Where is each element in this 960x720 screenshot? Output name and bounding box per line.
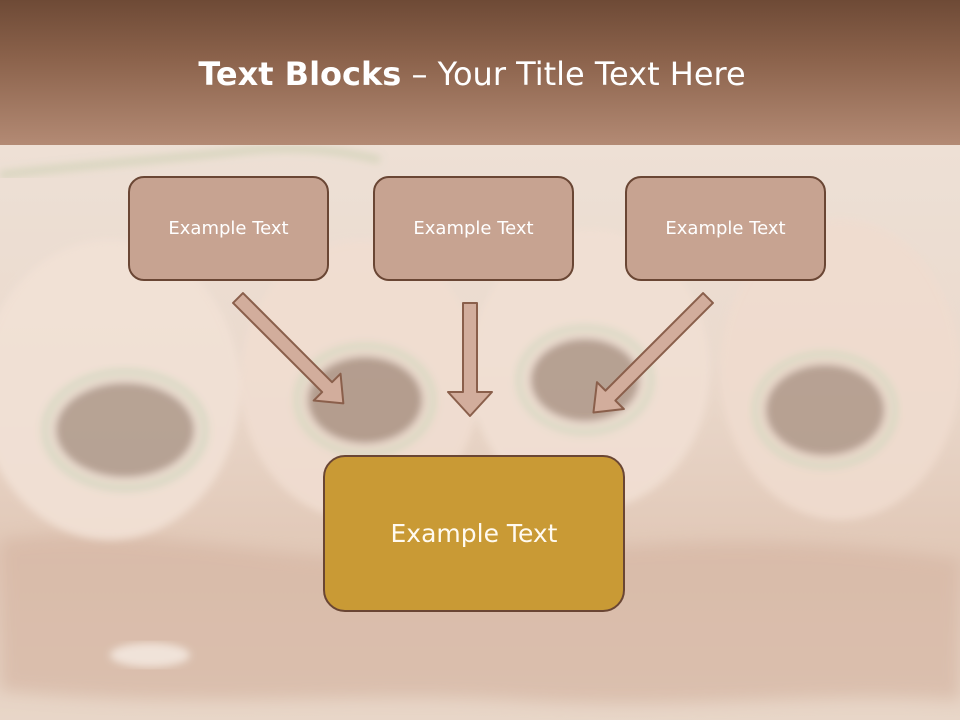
title-bold: Text Blocks bbox=[198, 55, 402, 93]
down-right-arrow-icon bbox=[232, 292, 345, 405]
text-block-3[interactable]: Example Text bbox=[625, 176, 826, 281]
title-rest: Your Title Text Here bbox=[437, 55, 746, 93]
title-band bbox=[0, 0, 960, 145]
text-block-label: Example Text bbox=[168, 218, 289, 239]
down-arrow-icon bbox=[447, 302, 493, 417]
text-block-label: Example Text bbox=[413, 218, 534, 239]
down-left-arrow-icon bbox=[592, 292, 714, 414]
text-block-2[interactable]: Example Text bbox=[373, 176, 574, 281]
text-block-label: Example Text bbox=[665, 218, 786, 239]
main-text-block-label: Example Text bbox=[390, 519, 558, 548]
text-block-1[interactable]: Example Text bbox=[128, 176, 329, 281]
title-dash: – bbox=[401, 55, 438, 93]
slide-title: Text Blocks – Your Title Text Here bbox=[0, 54, 944, 94]
main-text-block[interactable]: Example Text bbox=[323, 455, 625, 612]
